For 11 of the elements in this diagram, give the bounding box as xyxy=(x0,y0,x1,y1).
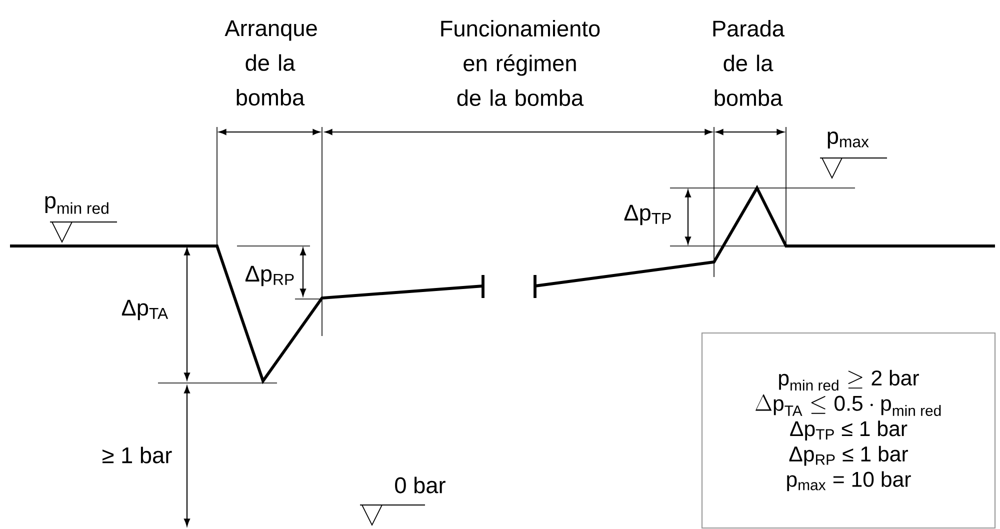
dimension-label: ≥ 1 bar xyxy=(102,446,172,464)
dimension-label: Funcionamiento en régimen de la bomba xyxy=(441,20,600,106)
dimension-label: Δp$_{TP}$ xyxy=(624,204,671,226)
dimension-label: Δp$_{RP}$ xyxy=(245,266,294,286)
dimension-label: p$_{max}$ xyxy=(828,132,869,148)
conditions-box: $\text{p}_{\text{min red}} \geq \text{2 bar}$ $\Delta\text{p}_{\text{TA}} \leq \text{0.5} \cdot \text{p}_{\text{min red}}$ Δp$_{TP}$ ≤ 1 bar Δp$_{RP}$ ≤ 1 bar p$_{max}$ = 10 bar xyxy=(701,332,996,529)
dimension-label: Parada de la bomba xyxy=(713,20,785,106)
dimension-label: $\text{p}_{\text{min red}}$ xyxy=(45,196,108,214)
dimension-label: Arranque de la bomba xyxy=(224,20,317,106)
dimension-label: Δp$_{TA}$ xyxy=(122,300,168,320)
dimension-label: 0 bar xyxy=(395,476,446,494)
